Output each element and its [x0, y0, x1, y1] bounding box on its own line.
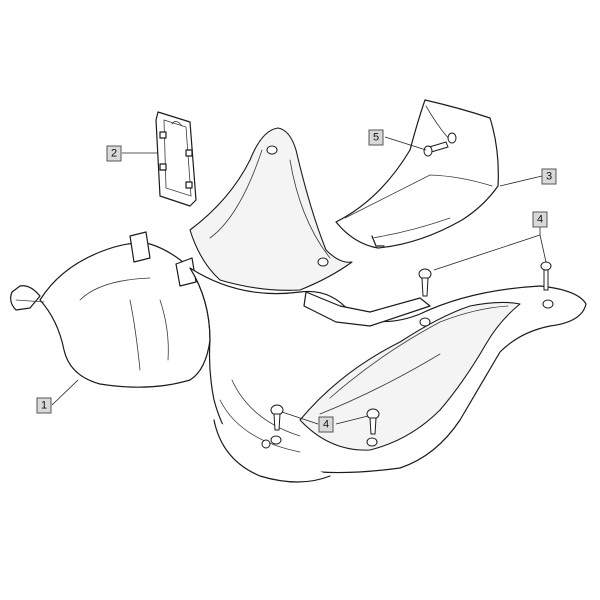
part-4-screws	[270, 261, 552, 435]
callout-5: 5	[368, 129, 384, 146]
callout-4-upper: 4	[532, 211, 548, 228]
callout-4-lower-label: 4	[323, 419, 329, 431]
part-5-screw	[423, 132, 457, 157]
part-2-bracket	[155, 111, 197, 207]
callout-4-lower: 4	[318, 416, 334, 433]
callout-3: 3	[541, 168, 557, 185]
callout-3-label: 3	[546, 171, 552, 183]
callout-1-label: 1	[41, 400, 47, 412]
callout-1: 1	[36, 397, 52, 414]
callout-2-label: 2	[111, 148, 117, 160]
callout-4-upper-label: 4	[537, 214, 543, 226]
leader-lines	[51, 136, 547, 425]
callout-2: 2	[106, 145, 122, 162]
callout-5-label: 5	[373, 132, 379, 144]
part-3-panel	[335, 99, 499, 249]
screw-icon	[418, 268, 432, 297]
screw-icon	[270, 404, 284, 431]
part-1-body	[10, 127, 587, 483]
screw-icon	[366, 408, 380, 435]
